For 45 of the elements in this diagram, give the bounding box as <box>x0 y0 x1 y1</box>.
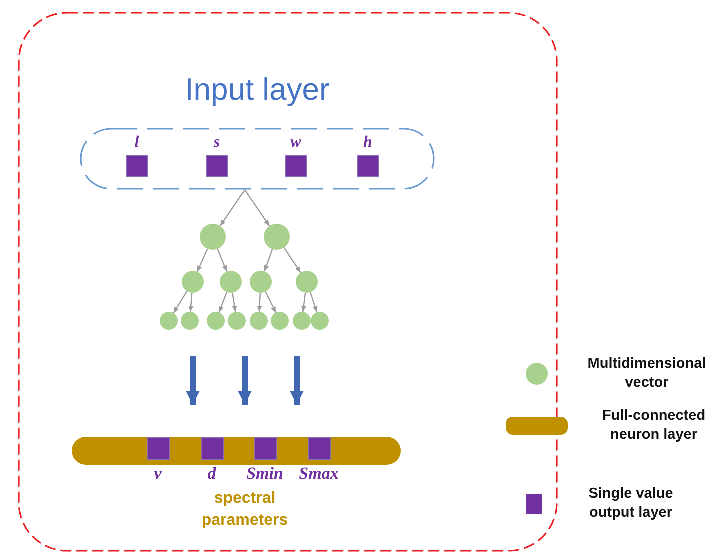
variable-label: d <box>208 464 216 484</box>
vector-circle <box>220 271 242 293</box>
arrow <box>265 292 277 314</box>
arrow <box>290 356 304 405</box>
arrow <box>173 291 188 314</box>
variable-label: l <box>134 133 140 153</box>
vector-circle <box>181 312 199 330</box>
arrow <box>257 292 262 312</box>
legend-label: Full-connected neuron layer <box>601 407 707 445</box>
arrow <box>220 190 246 227</box>
variable-label: w <box>290 133 302 153</box>
arrow <box>188 292 194 312</box>
vector-circle <box>200 224 226 250</box>
group-caption: spectral parameters <box>200 489 290 531</box>
vector-circle <box>250 271 272 293</box>
arrow <box>301 292 306 312</box>
vector-circle <box>228 312 246 330</box>
arrow <box>310 292 318 313</box>
layer-title: Input layer <box>184 71 331 109</box>
variable-label: s <box>214 133 220 153</box>
vector-circle <box>160 312 178 330</box>
vector-circle <box>296 271 318 293</box>
vector-circle <box>250 312 268 330</box>
arrow <box>196 248 208 272</box>
vector-circle <box>207 312 225 330</box>
arrow <box>244 190 270 227</box>
vector-circle <box>182 271 204 293</box>
variable-label: h <box>364 133 372 153</box>
arrow <box>264 249 274 272</box>
vector-circle <box>311 312 329 330</box>
vector-circle <box>293 312 311 330</box>
legend-label: Multidimensional vector <box>586 355 708 393</box>
variable-label: v <box>154 464 162 484</box>
arrow <box>186 356 200 405</box>
arrow <box>217 248 228 272</box>
dashed-frame <box>18 12 558 552</box>
arrow <box>218 292 228 313</box>
arrow <box>284 247 302 274</box>
variable-label: Smin <box>246 464 284 484</box>
vector-circle <box>264 224 290 250</box>
vector-circle <box>271 312 289 330</box>
legend-label: Single value output layer <box>588 485 674 523</box>
arrow <box>232 292 238 312</box>
arrow <box>238 356 252 405</box>
variable-label: Smax <box>299 464 339 484</box>
